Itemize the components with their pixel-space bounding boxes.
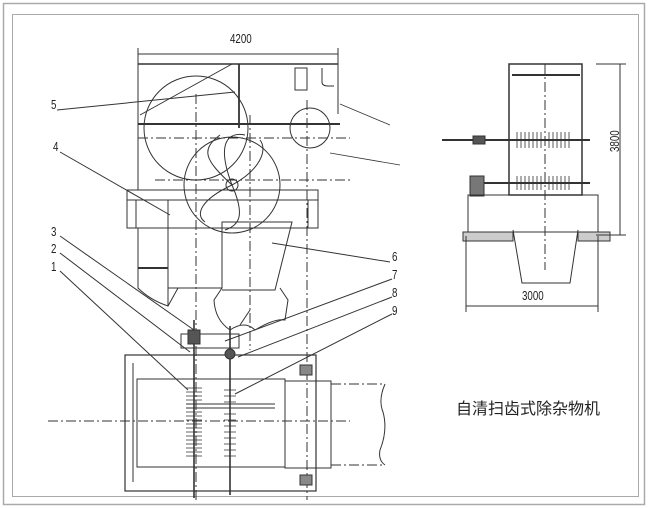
part-label-8: 8 [392,285,398,300]
large-drum [143,75,249,181]
dim-label-4200: 4200 [230,31,252,46]
part-label-2: 2 [51,241,57,256]
side-elevation-view [56,48,401,500]
part-label-4: 4 [53,139,59,154]
part-label-1: 1 [51,259,57,274]
inner-border [12,14,639,497]
rotor [183,136,281,234]
plan-view [48,320,386,498]
small-drum [289,107,331,149]
dim-label-3800: 3800 [607,130,622,152]
part-label-7: 7 [392,267,398,282]
end-view [442,63,626,312]
drawing-caption: 自清扫齿式除杂物机 [456,399,601,418]
part-label-3: 3 [51,224,57,239]
part-label-6: 6 [392,249,398,264]
dim-label-3000: 3000 [522,288,544,303]
part-label-5: 5 [51,97,57,112]
part-label-9: 9 [392,303,398,318]
